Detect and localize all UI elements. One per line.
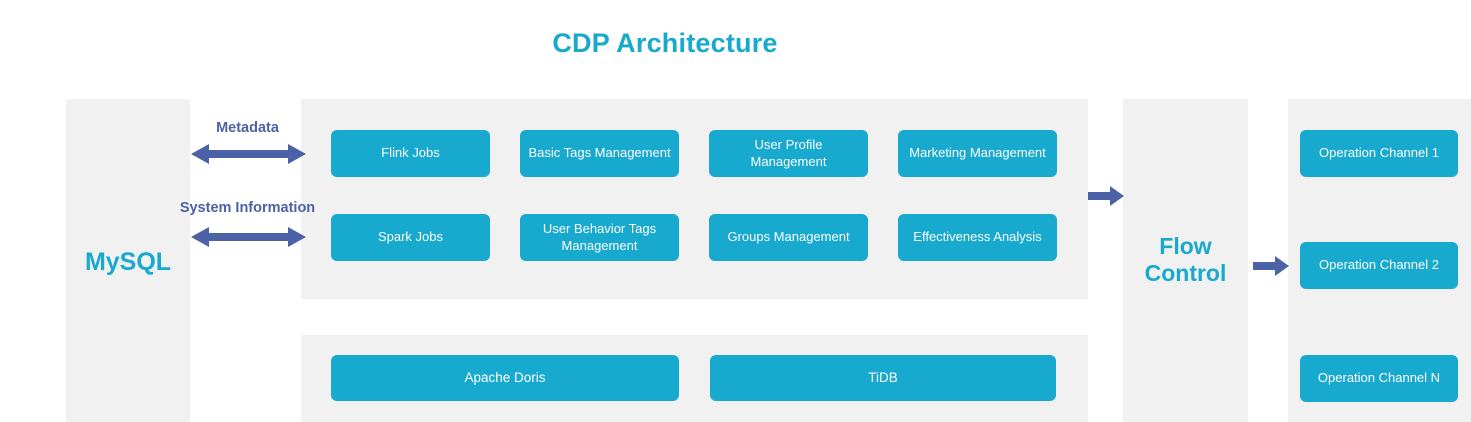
flow-control-label-line2: Control	[1144, 260, 1227, 287]
mysql-label: MySQL	[84, 248, 172, 276]
module-spark-jobs[interactable]: Spark Jobs	[331, 214, 490, 261]
module-effectiveness-analysis[interactable]: Effectiveness Analysis	[898, 214, 1057, 261]
module-marketing-management[interactable]: Marketing Management	[898, 130, 1057, 177]
flow-control-to-channels-arrow	[1253, 255, 1289, 277]
flow-control-label: Flow Control	[1123, 233, 1248, 287]
module-operation-channel-1[interactable]: Operation Channel 1	[1300, 130, 1458, 177]
module-basic-tags-management[interactable]: Basic Tags Management	[520, 130, 679, 177]
flow-control-label-line1: Flow	[1159, 233, 1212, 259]
panel-flow-control	[1123, 99, 1248, 422]
panel-data-source	[66, 99, 190, 422]
platform-to-flow-control-arrow	[1088, 185, 1124, 207]
metadata-bidirectional-arrow	[191, 143, 306, 165]
module-tidb[interactable]: TiDB	[710, 355, 1056, 401]
module-operation-channel-n[interactable]: Operation Channel N	[1300, 355, 1458, 402]
module-apache-doris[interactable]: Apache Doris	[331, 355, 679, 401]
connector-label-metadata: Metadata	[216, 120, 279, 136]
module-user-profile-management[interactable]: User Profile Management	[709, 130, 868, 177]
module-user-behavior-tags-management[interactable]: User Behavior Tags Management	[520, 214, 679, 261]
module-flink-jobs[interactable]: Flink Jobs	[331, 130, 490, 177]
module-groups-management[interactable]: Groups Management	[709, 214, 868, 261]
connector-label-system-information: System Information	[179, 200, 316, 216]
module-operation-channel-2[interactable]: Operation Channel 2	[1300, 242, 1458, 289]
page-title: CDP Architecture	[552, 28, 778, 58]
panel-platform-services	[301, 99, 1088, 299]
system-information-bidirectional-arrow	[191, 226, 306, 248]
